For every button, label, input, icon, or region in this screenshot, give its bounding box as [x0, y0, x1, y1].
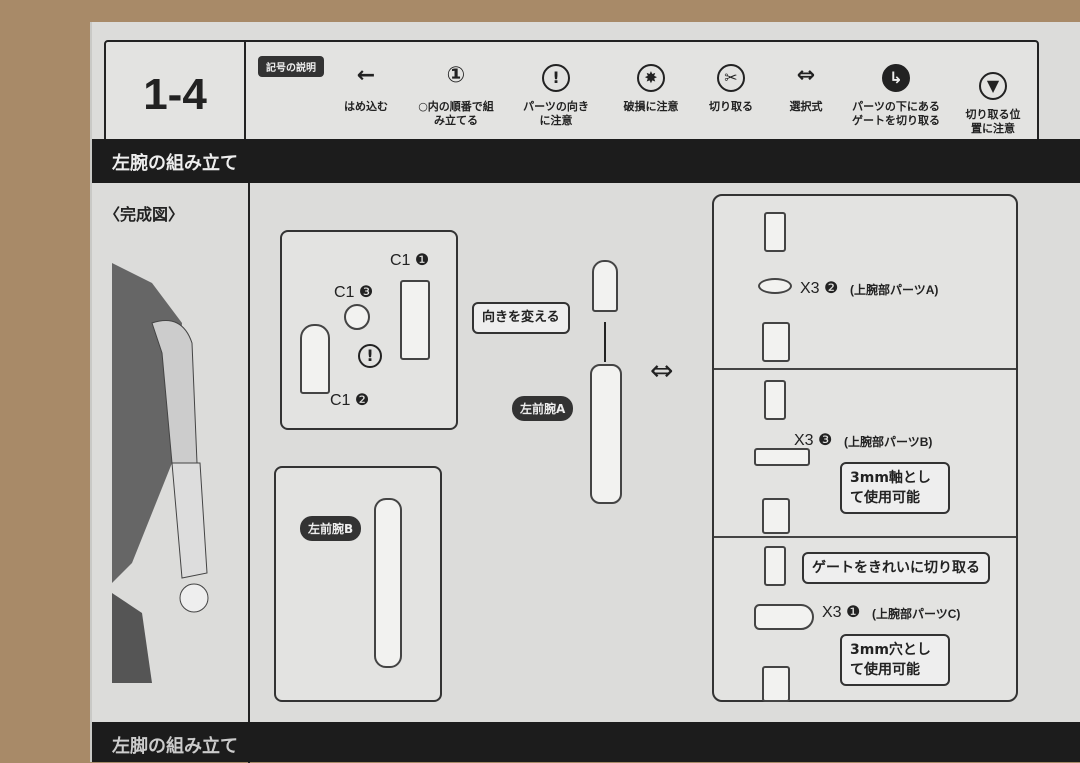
gate-cut-note: ゲートをきれいに切り取る [802, 552, 990, 584]
legend-label: パーツの向きに注意 [523, 100, 589, 127]
option-b-name: (上腕部パーツB) [844, 435, 933, 449]
upper-arm-part-c [754, 604, 814, 630]
option-a-name: (上腕部パーツA) [850, 283, 939, 297]
section-title: 左腕の組み立て [92, 139, 1080, 183]
upper-arm-options-box: X3 ❷ (上腕部パーツA) X3 ❸ (上腕部パーツB) 3mm軸として使用可… [712, 194, 1018, 702]
legend-label: ○内の順番で組み立てる [418, 100, 494, 127]
hand-joint-part [300, 324, 330, 394]
legend-label: パーツの下にあるゲートを切り取る [852, 100, 940, 127]
legend-item-insert: ← はめ込む [331, 64, 401, 114]
option-b-qty: X3 ❸ [794, 432, 833, 449]
step-number: 1-4 [106, 42, 246, 148]
hand-joint-assembled [592, 260, 618, 312]
divider [714, 368, 1016, 370]
joint-part [764, 212, 786, 252]
legend-label: 破損に注意 [623, 100, 679, 113]
part-c1-1: C1 ❶ [390, 252, 430, 269]
forearm-b-label: 左前腕B [300, 516, 362, 541]
option-c: ゲートをきれいに切り取る X3 ❶ (上腕部パーツC) 3mm穴として使用可能 [714, 536, 1016, 704]
legend-label: 選択式 [789, 100, 823, 113]
legend-item-cut: ✂ 切り取る [701, 64, 761, 114]
exclamation-icon: ! [542, 64, 570, 92]
forearm-b-box: 左前腕B [274, 466, 442, 702]
joint-part [764, 546, 786, 586]
option-c-note: 3mm穴として使用可能 [840, 634, 950, 686]
completed-view: 〈完成図〉 [92, 183, 250, 763]
choice-arrows-icon: ⇔ [650, 354, 674, 387]
turn-around-callout: 向きを変える [472, 302, 570, 334]
next-section-title: 左脚の組み立て [92, 722, 1080, 762]
option-a: X3 ❷ (上腕部パーツA) [714, 196, 1016, 368]
socket-part [762, 498, 790, 534]
legend-label: 切り取る [709, 100, 753, 113]
option-c-qty: X3 ❶ [822, 604, 861, 621]
legend-item-orientation: ! パーツの向きに注意 [521, 64, 591, 128]
down-arrow [604, 322, 606, 362]
upper-arm-part-b [754, 448, 810, 466]
legend-item-order: ① ○内の順番で組み立てる [416, 64, 496, 128]
legend-label: はめ込む [344, 100, 388, 113]
option-c-name: (上腕部パーツC) [872, 607, 961, 621]
part-c1-2: C1 ❷ [330, 392, 370, 409]
option-b: X3 ❸ (上腕部パーツB) 3mm軸として使用可能 [714, 368, 1016, 536]
option-a-qty: X3 ❷ [800, 280, 839, 297]
divider [714, 536, 1016, 538]
completed-figure-illustration [112, 263, 209, 683]
arrow-left-icon: ← [356, 63, 376, 88]
symbol-legend: 1-4 記号の説明 ←はめ込む ①○内の順番で組み立てる !パーツの向きに注意 … [104, 40, 1039, 150]
exclamation-icon: ! [358, 344, 382, 368]
breakage-icon: ✸ [637, 64, 665, 92]
choice-arrows-icon: ⇔ [796, 63, 816, 88]
cut-icon: ✂ [717, 64, 745, 92]
legend-label: 切り取る位置に注意 [965, 108, 1021, 135]
joint-part [764, 380, 786, 420]
connector-part [400, 280, 430, 360]
parts-detail-box: C1 ❶ C1 ❸ C1 ❷ ! [280, 230, 458, 430]
legend-item-gate: ↳ パーツの下にあるゲートを切り取る [851, 64, 941, 128]
forearm-a-part [590, 364, 622, 504]
socket-part [762, 322, 790, 362]
legend-item-breakage: ✸ 破損に注意 [616, 64, 686, 114]
part-c1-3: C1 ❸ [334, 284, 374, 301]
instruction-page: 1-4 記号の説明 ←はめ込む ①○内の順番で組み立てる !パーツの向きに注意 … [90, 22, 1080, 763]
gate-cut-icon: ↳ [882, 64, 910, 92]
legend-item-cut-position: ▼ 切り取る位置に注意 [961, 72, 1025, 136]
washer-part [344, 304, 370, 330]
legend-item-choice: ⇔ 選択式 [776, 64, 836, 114]
forearm-a-label: 左前腕A [512, 396, 574, 421]
socket-part [762, 666, 790, 702]
cut-position-icon: ▼ [979, 72, 1007, 100]
numbered-hexagon-icon: ① [446, 63, 466, 88]
upper-arm-part-a [758, 278, 792, 294]
option-b-note: 3mm軸として使用可能 [840, 462, 950, 514]
legend-title: 記号の説明 [258, 56, 324, 77]
forearm-b-part [374, 498, 402, 668]
completed-label: 〈完成図〉 [104, 205, 185, 224]
